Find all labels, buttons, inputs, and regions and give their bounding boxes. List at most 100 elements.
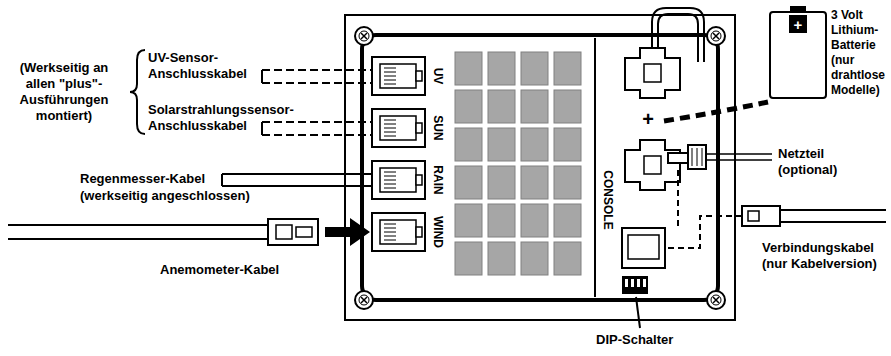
anemometer-cable (8, 238, 268, 240)
rj-contact (384, 188, 396, 189)
sensor-cable (262, 82, 372, 84)
rj-opening (380, 168, 416, 192)
dip-switch (622, 276, 648, 294)
dip-lever (631, 279, 634, 287)
circuit-square (521, 52, 548, 85)
circuit-square (455, 242, 482, 275)
power-cable (706, 159, 772, 161)
anemometer-plug (268, 219, 318, 245)
battery-wire (652, 8, 704, 62)
rj-opening (380, 116, 416, 140)
sensor-cable (262, 121, 372, 123)
circuit-square (455, 52, 482, 85)
rj-contact (384, 124, 396, 125)
anemometer-plug-latch (276, 225, 292, 239)
power-plug-body (688, 145, 706, 169)
port-label: RAIN (432, 165, 444, 194)
rj-jack (372, 161, 425, 199)
rj-contact (384, 84, 396, 85)
circuit-square (488, 128, 515, 161)
dip-lever (625, 279, 628, 287)
circuit-square (554, 242, 581, 275)
rj-notch (416, 227, 422, 237)
rain-cable (222, 185, 372, 187)
battery-wire (658, 14, 698, 62)
power-plug-ridge (697, 148, 698, 166)
part-label: Netzteil (optional) (778, 146, 863, 178)
console-cable (780, 221, 886, 223)
rj-notch (416, 71, 422, 81)
part-label: DIP-Schalter (596, 332, 706, 348)
sensor-cable (262, 69, 372, 71)
power-plug-ridge (702, 148, 703, 166)
screw (355, 27, 373, 45)
compartment-divider (594, 38, 596, 297)
rain-cable (222, 173, 372, 175)
rj-notch (416, 123, 422, 133)
polarity-sign: + (642, 109, 654, 129)
cable-label: Regenmesser-Kabel (werkseitig angeschlos… (80, 170, 270, 204)
part-label: Verbindungskabel (nur Kabelversion) (762, 240, 890, 272)
dip-lever (637, 279, 640, 287)
housing-inner (362, 35, 718, 300)
anemometer-plug-contacts (296, 227, 312, 237)
rj-contact (384, 76, 396, 77)
port-label: CONSOLE (602, 170, 614, 229)
housing-outer (345, 15, 735, 320)
power-plug-tip (668, 153, 688, 163)
circuit-square (554, 204, 581, 237)
rj-contact (384, 180, 396, 181)
circuit-square (554, 166, 581, 199)
power-plug-ridge (692, 148, 693, 166)
battery-clip-spring (644, 156, 661, 174)
rj-jack (372, 57, 425, 95)
battery-clip (625, 48, 680, 98)
circuit-square (455, 90, 482, 123)
cable-end (261, 70, 263, 83)
circuit-square (521, 242, 548, 275)
circuit-square (554, 128, 581, 161)
circuit-square (521, 204, 548, 237)
circuit-square (455, 128, 482, 161)
rj-contact (384, 172, 396, 173)
rj-notch (416, 175, 422, 185)
circuit-square (488, 90, 515, 123)
console-jack (622, 228, 665, 268)
circuit-square (488, 52, 515, 85)
rj-contact (384, 184, 396, 185)
rj-opening (380, 220, 416, 244)
dip-lever (643, 279, 646, 287)
cable-plug-latch (748, 211, 759, 221)
port-label: UV (432, 68, 444, 85)
rj-contact (384, 120, 396, 121)
hidden-wire (667, 216, 742, 248)
rj-contact (384, 128, 396, 129)
screw-head (711, 31, 721, 41)
screw-slot (361, 33, 367, 39)
rj-contact (384, 80, 396, 81)
cable-label: Anemometer-Kabel (160, 262, 320, 278)
rj-jack (372, 213, 425, 251)
screw (707, 27, 725, 45)
screw-slot (713, 33, 719, 39)
rj-contact (384, 68, 396, 69)
cable-label: Solarstrahlungssensor- Anschlusskabel (148, 102, 318, 134)
battery-plus-box (789, 15, 807, 33)
bracket (130, 50, 145, 134)
dip-leader (636, 297, 640, 328)
circuit-square (554, 52, 581, 85)
screw-slot (361, 297, 367, 303)
rj-contact (384, 236, 396, 237)
circuit-square (521, 128, 548, 161)
rj-contact (384, 232, 396, 233)
rj-contact (384, 240, 396, 241)
battery-body (770, 12, 826, 98)
rj-contact (384, 72, 396, 73)
power-cable (706, 153, 772, 155)
insert-arrow (325, 218, 370, 246)
cable-plug (742, 206, 780, 226)
cable-end (261, 122, 263, 135)
screw (707, 291, 725, 309)
rj-contact (384, 224, 396, 225)
